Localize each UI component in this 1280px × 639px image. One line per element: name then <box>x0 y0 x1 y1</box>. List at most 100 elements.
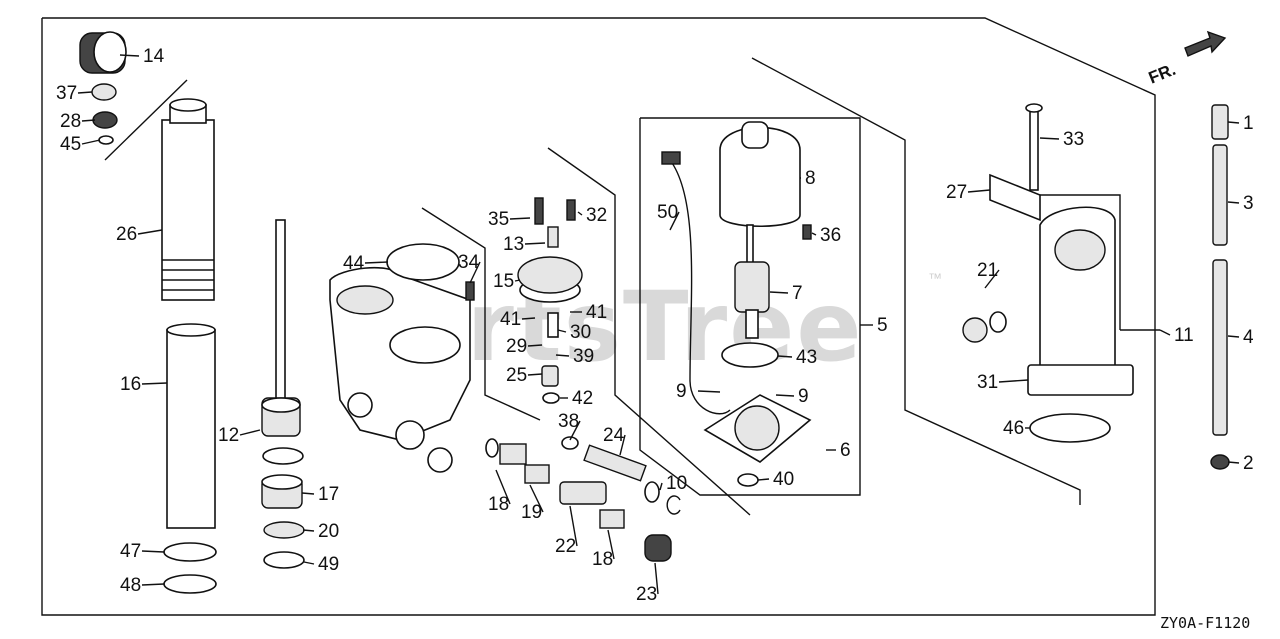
part-label-30: 30 <box>570 322 591 343</box>
part-label-28: 28 <box>60 111 81 132</box>
leader-line-17 <box>301 492 315 495</box>
leader-line-2 <box>1227 461 1240 464</box>
part-label-50: 50 <box>657 202 678 223</box>
part-18 <box>485 438 527 465</box>
watermark-trademark: ™ <box>928 270 942 286</box>
part-label-26: 26 <box>116 224 137 245</box>
leader-line-28 <box>81 119 96 122</box>
leader-line-11 <box>1159 329 1171 336</box>
part-label-10: 10 <box>666 473 687 494</box>
part-label-18: 18 <box>592 549 613 570</box>
leader-line-29 <box>527 344 543 347</box>
leader-line-34 <box>469 261 481 284</box>
part-label-40: 40 <box>773 469 794 490</box>
leader-line-35 <box>509 217 531 220</box>
group-line-26 <box>104 79 188 161</box>
leader-line-22 <box>569 505 578 547</box>
part-label-33: 33 <box>1063 129 1084 150</box>
pin-13 <box>547 226 559 248</box>
part-label-24: 24 <box>603 425 625 446</box>
leader-line-19 <box>529 484 544 513</box>
leader-line-14 <box>119 54 140 57</box>
part-label-1: 1 <box>1243 113 1254 134</box>
leader-line-21 <box>984 269 1000 289</box>
leader-line-47 <box>141 550 165 553</box>
nut-28 <box>92 111 118 129</box>
group-line-5 <box>751 57 1081 505</box>
bolt-32 <box>566 199 576 221</box>
part-label-9: 9 <box>798 386 809 407</box>
part-label-11: 11 <box>1174 325 1194 346</box>
group-line-11 <box>1040 194 1121 330</box>
part-label-42: 42 <box>572 388 593 409</box>
part-label-4: 4 <box>1243 327 1254 348</box>
part-label-25: 25 <box>506 365 527 386</box>
base-6 <box>703 394 812 463</box>
leader-line-9 <box>697 390 721 393</box>
leader-line-18 <box>495 469 511 505</box>
plug-23 <box>644 534 672 562</box>
part-label-44: 44 <box>343 253 365 274</box>
part-label-18: 18 <box>488 494 509 515</box>
clip-10 <box>666 495 681 515</box>
part-label-36: 36 <box>820 225 841 246</box>
tank-31 <box>1027 206 1134 396</box>
leader-line-37 <box>77 91 93 94</box>
valve-25 <box>541 365 559 387</box>
leader-line-9 <box>775 394 795 397</box>
part-label-13: 13 <box>503 234 524 255</box>
outer-frame <box>41 17 1156 616</box>
ring-49 <box>263 551 305 569</box>
washer-40 <box>737 473 759 487</box>
part-label-17: 17 <box>318 484 339 505</box>
part-label-6: 6 <box>840 440 851 461</box>
leader-line-30 <box>557 329 567 333</box>
clip-2 <box>1210 454 1230 470</box>
o-ring-48 <box>163 574 217 594</box>
leader-line-3 <box>1227 201 1240 204</box>
leader-line-25 <box>527 373 543 376</box>
pump-body <box>329 266 471 473</box>
ring-10 <box>644 481 660 503</box>
screw-36 <box>802 224 812 240</box>
plug-21 <box>962 311 1007 343</box>
part-label-22: 22 <box>555 536 576 557</box>
part-label-23: 23 <box>636 584 657 605</box>
part-label-31: 31 <box>977 372 998 393</box>
part-label-48: 48 <box>120 575 141 596</box>
screw-34 <box>465 281 475 301</box>
front-direction-arrow: FR. <box>1146 30 1227 88</box>
leader-line-44 <box>364 261 389 264</box>
cap-14 <box>79 31 127 74</box>
leader-line-10 <box>659 482 663 491</box>
group-line-9box <box>639 117 861 496</box>
cylinder-26 <box>161 98 215 301</box>
part-label-8: 8 <box>805 168 816 189</box>
leader-line-20 <box>302 529 315 532</box>
leader-line-27 <box>967 189 991 193</box>
part-label-29: 29 <box>506 336 527 357</box>
piston-rod-12 <box>261 219 304 465</box>
leader-line-24 <box>619 434 626 456</box>
valve-24 <box>583 444 647 482</box>
spring-1 <box>1211 104 1229 140</box>
part-18b <box>599 509 625 529</box>
wire-50 <box>661 151 731 415</box>
leader-line-48 <box>141 583 165 586</box>
leader-line-45 <box>81 139 101 145</box>
bracket-27 <box>989 173 1041 222</box>
leader-line-43 <box>777 355 793 358</box>
ring-38 <box>561 436 579 450</box>
leader-line-12 <box>239 429 261 436</box>
bolt-35 <box>534 197 544 225</box>
part-label-20: 20 <box>318 521 339 542</box>
leader-line-39 <box>555 354 570 357</box>
leader-line-49 <box>303 561 315 565</box>
part-label-35: 35 <box>488 209 509 230</box>
part-label-41: 41 <box>500 309 521 330</box>
armature-7 <box>734 224 770 339</box>
part-19 <box>524 464 550 484</box>
part-label-9: 9 <box>676 381 687 402</box>
